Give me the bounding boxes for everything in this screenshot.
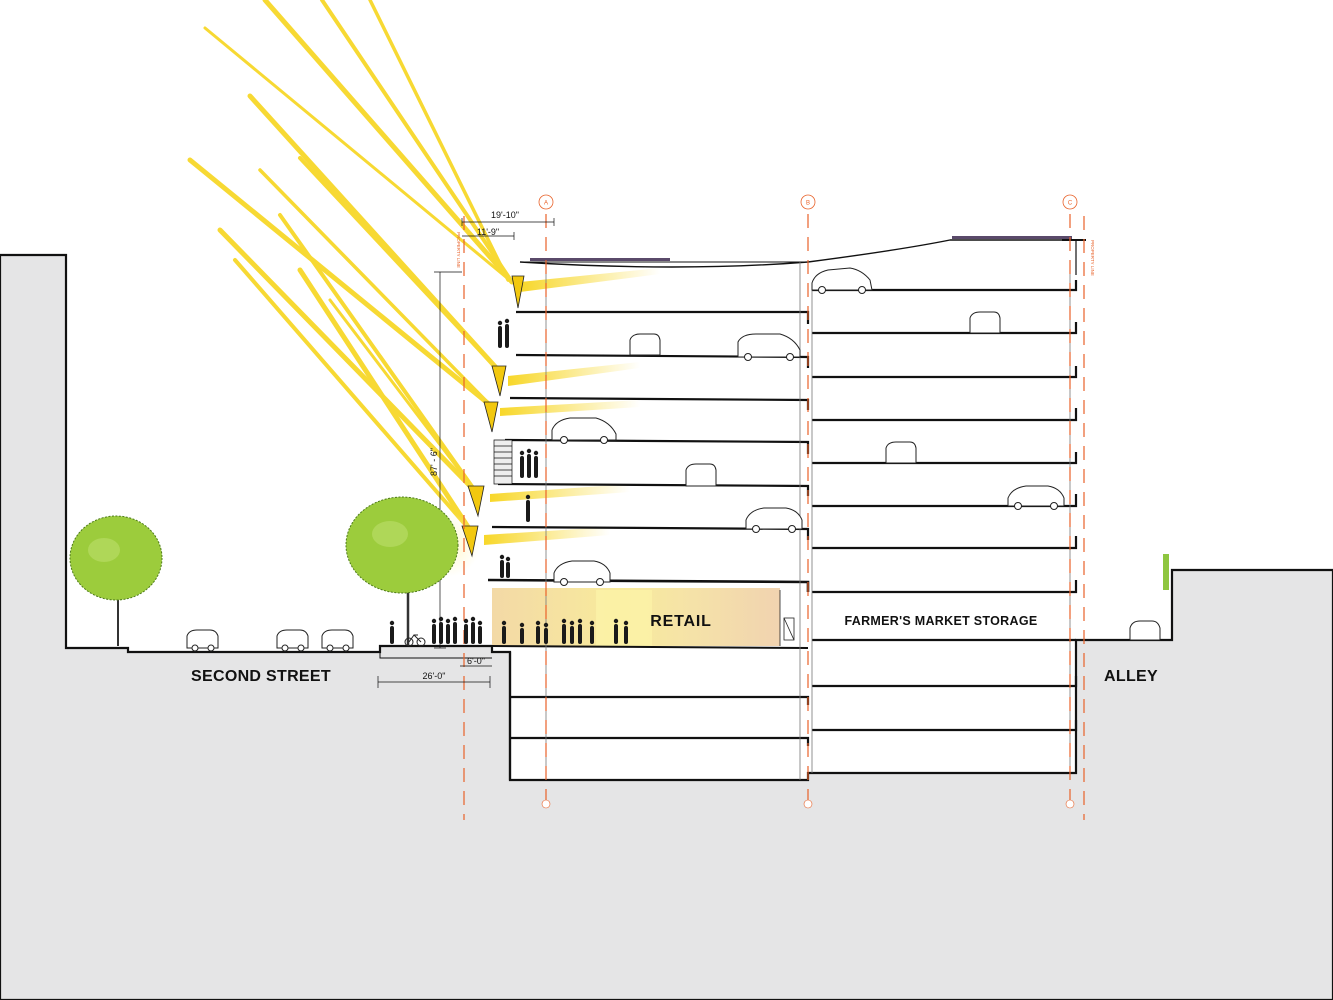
dimension-height: 87' - 6" <box>429 448 439 476</box>
sun-rays <box>187 0 515 533</box>
dimension-top-inner: 11'-9" <box>477 227 499 237</box>
light-beams <box>484 268 660 545</box>
alley-label: ALLEY <box>1104 668 1158 685</box>
svg-text:B: B <box>806 201 810 207</box>
property-line-label-left: PROPERTY LINE <box>456 232 461 268</box>
dimension-sidewalk-inner: 6'-0" <box>467 656 485 666</box>
stair <box>493 439 513 485</box>
second-street-label: SECOND STREET <box>191 668 331 685</box>
tree-right <box>345 496 459 646</box>
light-shelves <box>461 275 525 558</box>
car-wheels <box>191 286 1058 652</box>
people-heads <box>389 318 629 628</box>
cars <box>186 267 1161 649</box>
tree-left <box>69 515 163 646</box>
bicycle <box>404 634 426 647</box>
solar-panels <box>530 236 1072 261</box>
alley-hedge <box>1163 554 1169 590</box>
dimension-sidewalk-overall: 26'-0" <box>423 671 446 681</box>
property-line-label-right: PROPERTY LINE <box>1090 240 1095 276</box>
grid-bubble-b: B <box>800 194 816 809</box>
retail-label: RETAIL <box>650 613 711 630</box>
grid-lines <box>463 214 1085 820</box>
grid-bubble-c: C <box>1062 194 1078 809</box>
dimension-top-overall: 19'-10" <box>491 210 519 220</box>
dimension-lines <box>377 218 555 688</box>
farmers-market-storage-label: FARMER'S MARKET STORAGE <box>845 614 1038 628</box>
grid-bubble-a: A <box>538 194 554 809</box>
storage-door <box>779 590 795 646</box>
floor-slabs-right <box>811 239 1086 773</box>
svg-text:A: A <box>544 201 548 207</box>
people <box>390 324 628 644</box>
svg-text:C: C <box>1068 201 1073 207</box>
